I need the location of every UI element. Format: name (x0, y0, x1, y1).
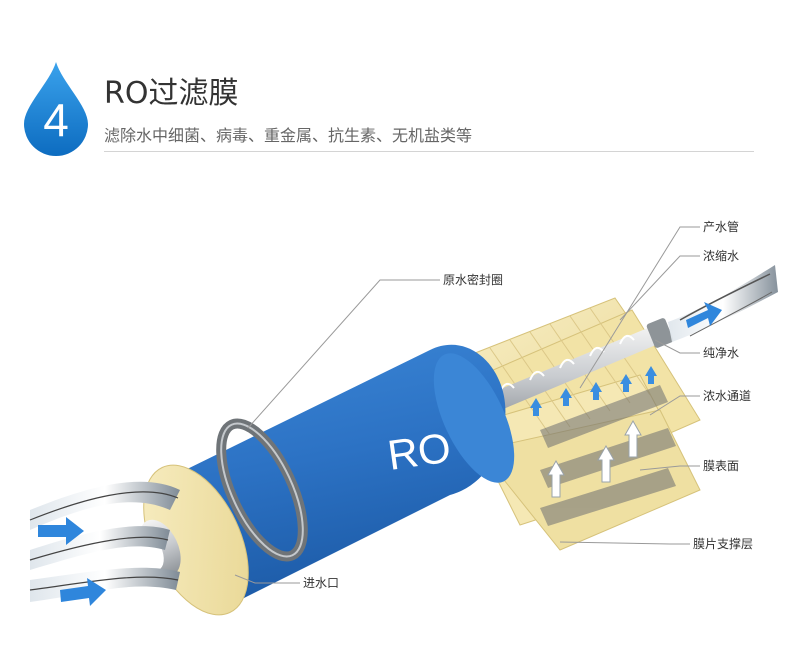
inlet-arrow-icon (60, 578, 106, 606)
ro-membrane-illustration: RO (29, 226, 778, 616)
leader-lines (234, 226, 700, 584)
label-concentrate-channel: 浓水通道 (703, 389, 752, 403)
inlet-arrow-icon (38, 517, 84, 545)
label-membrane-support: 膜片支撑层 (693, 537, 754, 551)
label-concentrate: 浓缩水 (703, 249, 740, 263)
label-pure-water: 纯净水 (703, 346, 740, 360)
water-drop-icon (24, 62, 88, 156)
header-divider (104, 151, 754, 152)
label-membrane-surface: 膜表面 (703, 459, 740, 473)
inlet-water-streams (29, 481, 180, 606)
section-header: 4 RO过滤膜 滤除水中细菌、病毒、重金属、抗生素、无机盐类等 (0, 0, 790, 170)
section-title: RO过滤膜 (104, 76, 239, 111)
seal-ring (216, 418, 308, 562)
ro-membrane-diagram: RO (0, 170, 790, 653)
section-subtitle: 滤除水中细菌、病毒、重金属、抗生素、无机盐类等 (104, 126, 473, 145)
cylinder-label: RO (385, 424, 454, 479)
label-inlet: 进水口 (303, 576, 340, 590)
pure-water-outflow (668, 265, 778, 342)
label-product-tube: 产水管 (703, 220, 740, 234)
step-number: 4 (43, 94, 69, 146)
label-seal-ring: 原水密封圈 (443, 273, 504, 287)
